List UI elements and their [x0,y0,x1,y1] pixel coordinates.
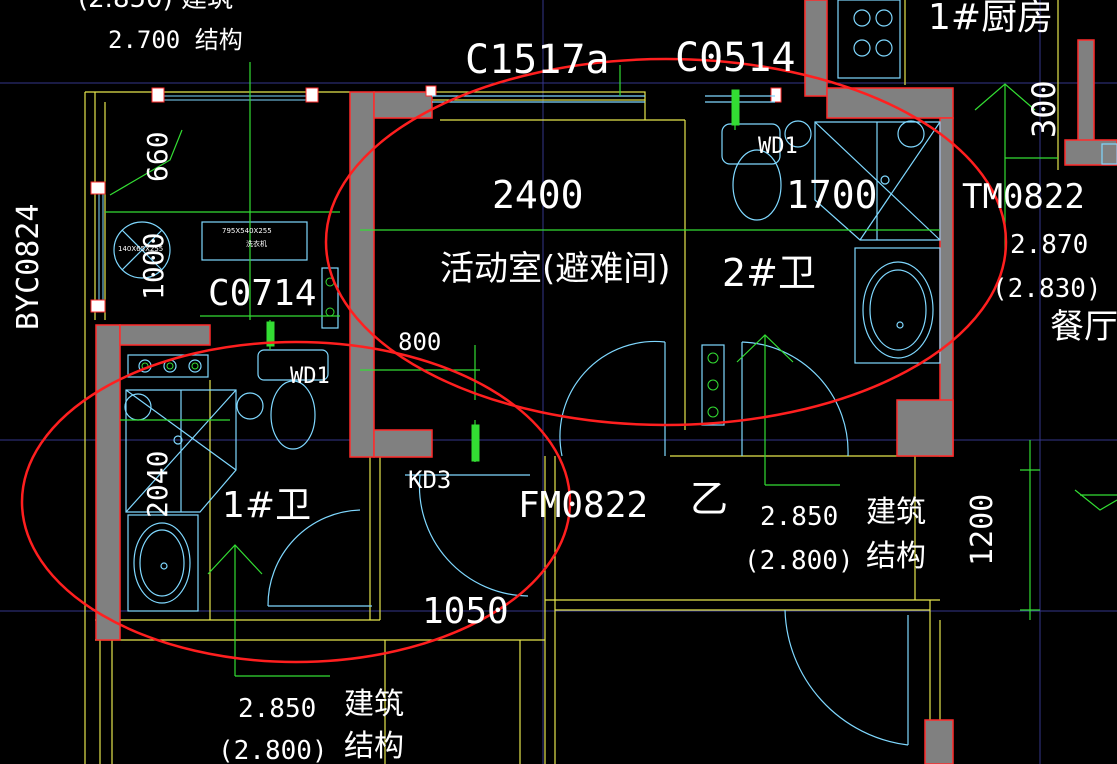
window-label-c1517a: C1517a [465,37,610,83]
room-label-activity: 活动室(避难间) [440,249,671,289]
window-label-c0514: C0514 [675,35,796,81]
elevation-2800-bottom: (2.800) [218,736,328,764]
door-label-kd3: KD3 [408,466,452,494]
room-label-dining: 餐厅 [1050,307,1117,347]
room-label-bath1: 1#卫 [222,485,312,526]
door-label-fm0822: FM0822 [518,485,649,526]
top-elevation-structure: 2.700 结构 [108,26,243,54]
walls [95,0,1117,764]
fixture-spec-left: 140X65X255 [118,245,164,253]
dimension-2400: 2400 [492,173,584,217]
annotation-circles [20,57,1008,664]
structure-label-bottom: 结构 [344,729,404,764]
dimension-1050: 1050 [422,591,509,632]
green-lines [105,62,1117,677]
fire-rating-zone: 乙 [690,477,729,521]
window-label-c0714: C0714 [208,273,317,314]
dimension-660: 660 [141,131,174,182]
elevation-2870: 2.870 [1010,230,1089,260]
room-label-kitchen: 1#厨房 [928,0,1054,38]
top-elevation-partial: (2.850) 建筑 [78,0,233,12]
architecture-label-bottom: 建筑 [344,687,404,722]
fixture-spec-sub: 洗衣机 [246,240,267,248]
room-label-bath2: 2#卫 [722,251,817,295]
yellow-outlines [84,0,1059,764]
pivot-markers [266,89,740,462]
dimension-1200: 1200 [965,493,1000,566]
door-label-tm0822: TM0822 [962,177,1085,217]
architecture-label-mid: 建筑 [866,495,926,530]
elevation-2830: (2.830) [992,274,1102,304]
left-windows [98,95,310,305]
fixtures [113,0,1117,746]
structure-label-mid: 结构 [866,539,926,574]
elevation-2850-bottom: 2.850 [238,694,317,724]
dimension-300: 300 [1025,80,1063,138]
dimension-1000: 1000 [137,232,170,300]
toilet-label-wd1-lower: WD1 [290,364,330,389]
dimension-800: 800 [398,328,442,356]
dimension-2040: 2040 [141,450,174,518]
window-posts [90,85,782,313]
toilet-label-wd1-upper: WD1 [758,134,798,159]
fixture-spec: 795X540X255 [222,227,272,235]
window-label-byc0824: BYC0824 [11,203,46,330]
dimension-1700: 1700 [786,173,878,217]
elevation-2850-mid: 2.850 [760,502,839,532]
elevation-2800-mid: (2.800) [744,546,854,576]
